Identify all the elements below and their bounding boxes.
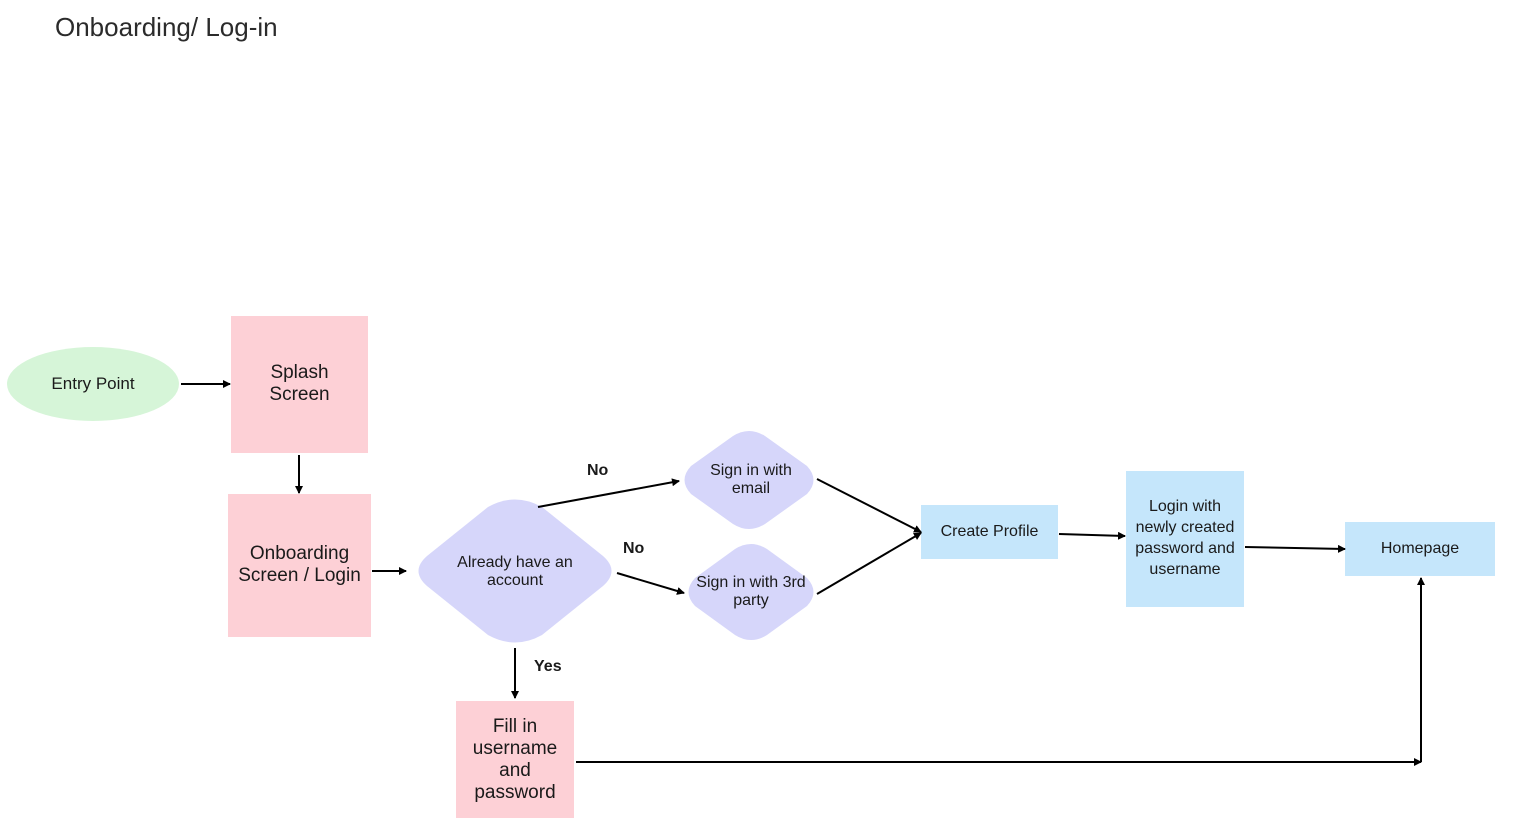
homepage-shape [1345, 522, 1495, 576]
sign-in-email-shape [684, 431, 814, 529]
edge-label-yes: Yes [534, 658, 562, 675]
entry-point-label: Entry Point [51, 374, 135, 394]
fill-in-shape [456, 701, 574, 818]
onboarding-login-label: Onboarding Screen / Login [238, 543, 361, 586]
sign-in-3rd-party-label: Sign in with 3rd party [696, 573, 806, 609]
fill-in-label: Fill in username and password [472, 716, 558, 803]
arrow-email-to-create-profile [816, 478, 922, 533]
splash-screen-shape [231, 316, 368, 453]
splash-screen-label: Splash Screen [269, 362, 330, 405]
entry-point-shape [7, 347, 179, 421]
onboarding-login-shape [228, 494, 371, 637]
homepage-label: Homepage [1380, 539, 1460, 557]
arrow-decision-to-3rd-party [616, 572, 685, 595]
sign-in-3rd-party-shape [688, 544, 814, 640]
edge-label-no-email: No [587, 462, 609, 479]
arrow-3rd-party-to-create-profile [816, 532, 922, 595]
already-have-account-label: Already have an account [457, 553, 573, 589]
arrow-login-to-homepage [1244, 544, 1346, 553]
arrow-decision-to-email [537, 478, 680, 508]
create-profile-label: Create Profile [940, 522, 1039, 540]
login-new-shape [1126, 471, 1244, 607]
create-profile-shape [921, 505, 1058, 559]
sign-in-email-label: Sign in with email [710, 461, 792, 497]
arrow-create-profile-to-login [1058, 531, 1126, 540]
edge-label-no-3rd-party: No [623, 540, 645, 557]
page-title: Onboarding/ Log-in [55, 12, 278, 42]
login-new-label: Login with newly created password and us… [1135, 498, 1235, 578]
already-have-account-shape [418, 499, 612, 643]
